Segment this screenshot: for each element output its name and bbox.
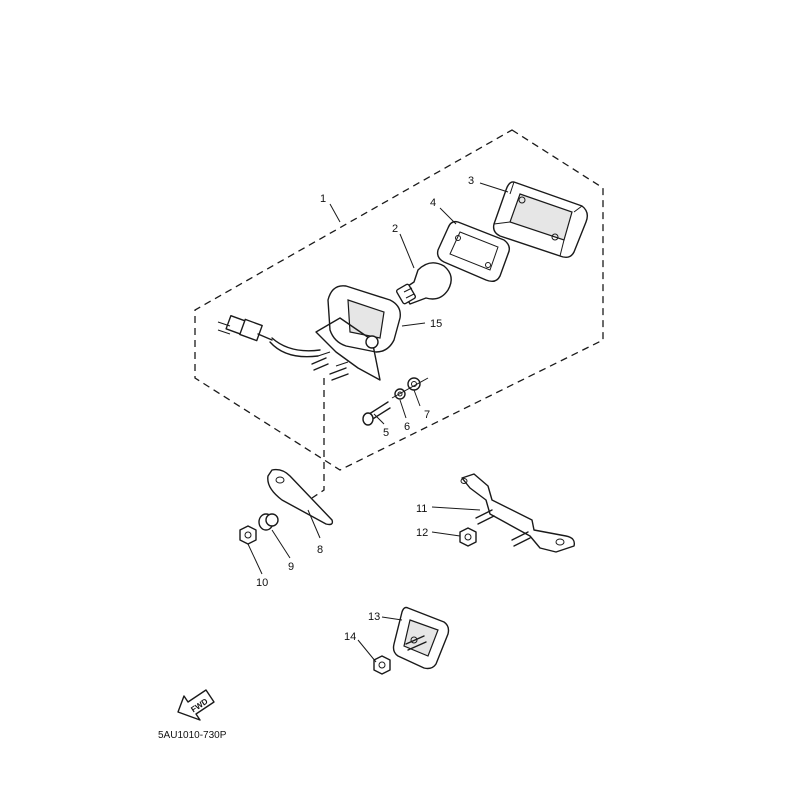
part-number-1: 1 [320, 193, 326, 205]
assembly-boundary [194, 129, 604, 471]
fwd-arrow-icon: FWD [177, 689, 215, 721]
part-number-15: 15 [430, 318, 442, 330]
wire-harness [217, 314, 321, 358]
part-number-3: 3 [468, 175, 474, 187]
bracket [460, 473, 576, 553]
leader-lines [247, 182, 509, 663]
part-number-9: 9 [288, 561, 294, 573]
part-number-5: 5 [383, 427, 389, 439]
diagram-code: 5AU1010-730P [158, 730, 227, 741]
reflector [392, 606, 450, 670]
part-number-12: 12 [416, 527, 428, 539]
part-number-14: 14 [344, 631, 356, 643]
part-number-4: 4 [430, 197, 436, 209]
rubber-damper [258, 513, 279, 531]
bulb [395, 262, 452, 305]
part-number-10: 10 [256, 577, 268, 589]
housing-studs [311, 351, 349, 381]
nut-14 [373, 655, 391, 675]
mounting-plate [267, 468, 334, 526]
part-number-6: 6 [404, 421, 410, 433]
part-number-7: 7 [424, 409, 430, 421]
lens-gasket [436, 220, 511, 283]
tail-light-housing [315, 285, 401, 381]
stud-alignment-line [311, 378, 325, 499]
part-number-8: 8 [317, 544, 323, 556]
part-number-11: 11 [416, 503, 427, 515]
tail-light-lens [492, 181, 589, 259]
screw [362, 401, 391, 426]
part-number-13: 13 [368, 611, 380, 623]
washer-axis-line [391, 377, 429, 399]
part-number-2: 2 [392, 223, 398, 235]
nut-12 [459, 527, 477, 547]
nut-10 [239, 525, 257, 545]
